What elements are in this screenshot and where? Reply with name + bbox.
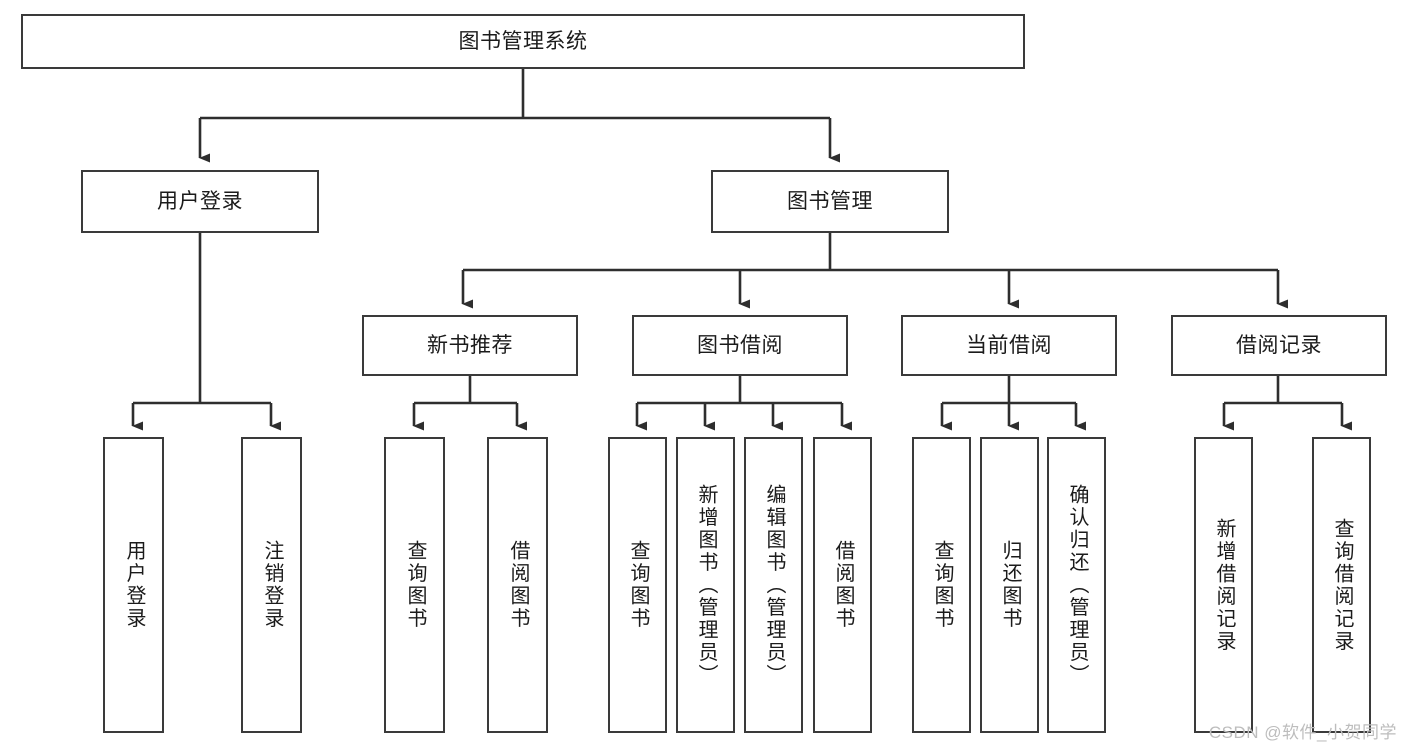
- node-borrow-record-label: 借阅记录: [1236, 333, 1322, 357]
- node-bb-edit[interactable]: 编辑图书（管理员）: [744, 437, 803, 733]
- node-logout-do-label: 注销登录: [261, 540, 283, 630]
- node-login-do-label: 用户登录: [123, 540, 145, 630]
- node-cb-return-label: 归还图书: [999, 540, 1021, 630]
- node-br-query[interactable]: 查询借阅记录: [1312, 437, 1371, 733]
- node-root[interactable]: 图书管理系统: [21, 14, 1025, 69]
- node-bb-borrow[interactable]: 借阅图书: [813, 437, 872, 733]
- node-current-borrow[interactable]: 当前借阅: [901, 315, 1117, 376]
- node-user-login[interactable]: 用户登录: [81, 170, 319, 233]
- node-nb-query[interactable]: 查询图书: [384, 437, 445, 733]
- node-bb-query[interactable]: 查询图书: [608, 437, 667, 733]
- node-bb-query-label: 查询图书: [627, 540, 649, 630]
- node-nb-borrow-label: 借阅图书: [507, 540, 529, 630]
- node-book-borrow-label: 图书借阅: [697, 333, 783, 357]
- node-book-borrow[interactable]: 图书借阅: [632, 315, 848, 376]
- watermark: CSDN @软件_小贺同学: [1208, 723, 1397, 742]
- node-new-book-rec[interactable]: 新书推荐: [362, 315, 578, 376]
- node-bb-edit-label: 编辑图书（管理员）: [763, 483, 785, 687]
- node-cb-query[interactable]: 查询图书: [912, 437, 971, 733]
- node-br-add-label: 新增借阅记录: [1213, 517, 1235, 653]
- node-bb-borrow-label: 借阅图书: [832, 540, 854, 630]
- node-nb-query-label: 查询图书: [404, 540, 426, 630]
- node-br-add[interactable]: 新增借阅记录: [1194, 437, 1253, 733]
- node-bb-add[interactable]: 新增图书（管理员）: [676, 437, 735, 733]
- node-cb-return[interactable]: 归还图书: [980, 437, 1039, 733]
- node-current-borrow-label: 当前借阅: [966, 333, 1052, 357]
- node-cb-query-label: 查询图书: [931, 540, 953, 630]
- node-cb-confirm-label: 确认归还（管理员）: [1066, 483, 1088, 687]
- node-nb-borrow[interactable]: 借阅图书: [487, 437, 548, 733]
- node-bb-add-label: 新增图书（管理员）: [695, 483, 717, 687]
- node-login-do[interactable]: 用户登录: [103, 437, 164, 733]
- node-borrow-record[interactable]: 借阅记录: [1171, 315, 1387, 376]
- node-root-label: 图书管理系统: [458, 29, 588, 53]
- node-user-login-label: 用户登录: [157, 189, 243, 213]
- node-logout-do[interactable]: 注销登录: [241, 437, 302, 733]
- node-book-manage[interactable]: 图书管理: [711, 170, 949, 233]
- node-cb-confirm[interactable]: 确认归还（管理员）: [1047, 437, 1106, 733]
- node-new-book-rec-label: 新书推荐: [427, 333, 513, 357]
- node-br-query-label: 查询借阅记录: [1331, 517, 1353, 653]
- node-book-manage-label: 图书管理: [787, 189, 873, 213]
